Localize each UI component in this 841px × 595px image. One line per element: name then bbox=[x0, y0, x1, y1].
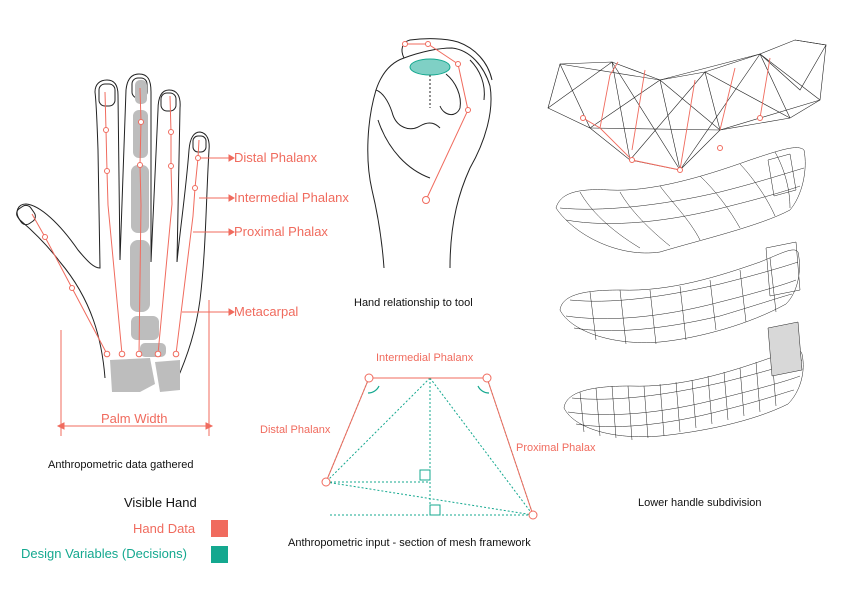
mesh-node-distal bbox=[321, 477, 331, 487]
index-nail bbox=[98, 83, 116, 107]
mesh-node-intermedial-right bbox=[482, 373, 492, 383]
legend-hand-data-swatch bbox=[211, 520, 228, 537]
mesh-coarse-data bbox=[582, 57, 771, 171]
mesh-label-intermedial: Intermedial Phalanx bbox=[376, 352, 474, 364]
mesh-subdivision-3 bbox=[563, 321, 804, 441]
mesh-framework-section bbox=[321, 373, 538, 520]
legend-visible-hand: Visible Hand bbox=[124, 495, 197, 510]
finger-joint-chains bbox=[31, 87, 200, 355]
label-leaders bbox=[182, 154, 235, 316]
ring-nail bbox=[160, 92, 177, 112]
legend-design-variables-label: Design Variables (Decisions) bbox=[21, 546, 187, 561]
mesh-label-proximal: Proximal Phalax bbox=[516, 442, 596, 454]
mesh-coarse-framework bbox=[547, 39, 827, 171]
finger-joints bbox=[42, 119, 201, 358]
legend-design-variables-swatch bbox=[211, 546, 228, 563]
caption-anthropometric-data: Anthropometric data gathered bbox=[48, 459, 194, 471]
label-metacarpal: Metacarpal bbox=[234, 304, 299, 319]
label-proximal-phalax: Proximal Phalax bbox=[234, 224, 328, 239]
caption-mesh-input: Anthropometric input - section of mesh f… bbox=[288, 537, 531, 549]
thumb-nail bbox=[16, 204, 36, 226]
label-distal-phalanx: Distal Phalanx bbox=[234, 150, 318, 165]
tool-handle-section bbox=[409, 58, 451, 76]
mesh-coarse-nodes bbox=[580, 115, 763, 173]
pinky-nail bbox=[192, 135, 207, 153]
label-intermedial-phalanx: Intermedial Phalanx bbox=[234, 190, 349, 205]
mesh-node-intermedial-left bbox=[364, 373, 374, 383]
hand-outline bbox=[16, 73, 210, 383]
caption-subdivision: Lower handle subdivision bbox=[638, 497, 762, 509]
hand-skeleton-drawing bbox=[16, 73, 235, 436]
right-angle-marker-1 bbox=[419, 469, 431, 481]
right-angle-marker-2 bbox=[429, 504, 441, 516]
mesh-node-proximal bbox=[528, 510, 538, 520]
mesh-subdivision-1 bbox=[555, 147, 806, 254]
caption-hand-tool: Hand relationship to tool bbox=[354, 297, 473, 309]
mesh-subdivision-2 bbox=[559, 241, 801, 345]
legend-hand-data-label: Hand Data bbox=[133, 521, 196, 536]
hand-tool-joint-chain bbox=[402, 41, 471, 204]
hand-tool-drawing bbox=[367, 38, 493, 269]
mesh-label-distal: Distal Phalanx bbox=[260, 424, 331, 436]
palm-width-dimension bbox=[56, 300, 214, 436]
label-palm-width: Palm Width bbox=[101, 411, 168, 426]
